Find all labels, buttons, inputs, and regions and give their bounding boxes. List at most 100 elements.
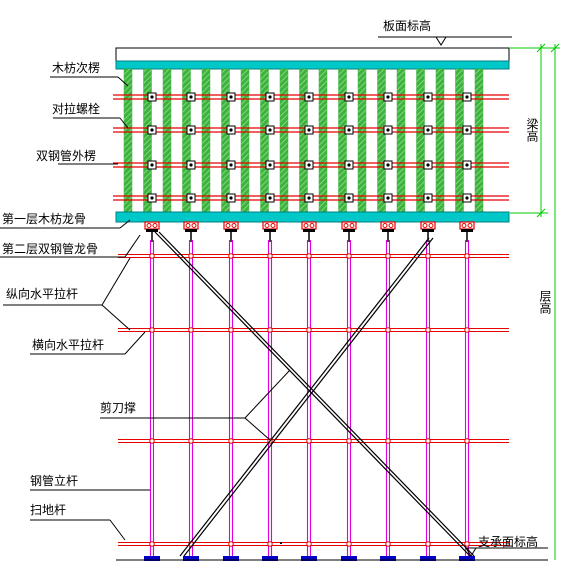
tie-bolt-dot bbox=[426, 196, 430, 200]
label-timber-secondary: 木枋次楞 bbox=[52, 60, 100, 75]
tie-rod-clamp bbox=[346, 253, 352, 259]
tie-rod-clamp bbox=[385, 541, 391, 547]
tie-bolt-dot bbox=[189, 163, 193, 167]
base-plate bbox=[262, 556, 278, 561]
tie-bolt-dot bbox=[189, 95, 193, 99]
tie-bolt-dot bbox=[150, 163, 154, 167]
tie-rod-clamp bbox=[385, 253, 391, 259]
post-head-ring bbox=[270, 223, 276, 228]
post-head-ring bbox=[349, 223, 355, 228]
post-head-plate bbox=[461, 229, 473, 232]
tie-bolt-dot bbox=[426, 163, 430, 167]
timber-joist bbox=[357, 68, 367, 213]
timber-joist bbox=[260, 68, 269, 213]
tie-rod-clamp bbox=[228, 438, 234, 444]
timber-joist bbox=[143, 68, 152, 213]
scissor-brace-b2 bbox=[183, 237, 434, 557]
timber-joist bbox=[455, 68, 464, 213]
tie-bolt-dot bbox=[150, 196, 154, 200]
post-head-ring bbox=[382, 223, 388, 228]
tie-rod-clamp bbox=[425, 327, 431, 333]
label-beam-height: 梁高 bbox=[525, 117, 539, 143]
post-head-plate bbox=[264, 229, 276, 232]
post-head-ring bbox=[309, 223, 315, 228]
post-head-ring bbox=[264, 223, 270, 228]
tie-rod-clamp bbox=[464, 253, 470, 259]
label-scissor-brace: 剪刀撑 bbox=[100, 400, 136, 415]
tie-rod-clamp bbox=[188, 438, 194, 444]
tie-bolt-dot bbox=[229, 163, 233, 167]
timber-joist bbox=[221, 68, 230, 213]
tie-bolt-dot bbox=[465, 128, 469, 132]
tie-bolt-dot bbox=[150, 95, 154, 99]
scissor-brace-a2 bbox=[158, 231, 475, 557]
label-layer2-steel: 第二层双钢管龙骨 bbox=[2, 241, 98, 256]
tie-bolt-dot bbox=[347, 95, 351, 99]
tie-bolt-dot bbox=[347, 163, 351, 167]
tie-rod-clamp bbox=[464, 541, 470, 547]
base-plate bbox=[420, 556, 436, 561]
tie-rod-clamp bbox=[149, 541, 155, 547]
tie-rod-clamp bbox=[346, 327, 352, 333]
label-steel-post: 钢管立杆 bbox=[30, 473, 78, 488]
base-plates bbox=[144, 556, 475, 561]
label-layer1-timber: 第一层木枋龙骨 bbox=[2, 211, 86, 226]
tie-rod-clamp bbox=[346, 541, 352, 547]
tie-rod-clamp bbox=[149, 438, 155, 444]
post-head-ring bbox=[146, 223, 152, 228]
tie-rod-clamp bbox=[425, 253, 431, 259]
tie-bolt-dot bbox=[426, 128, 430, 132]
post-head-ring bbox=[185, 223, 191, 228]
tie-rod-clamp bbox=[306, 327, 312, 333]
tie-rod-clamp bbox=[425, 541, 431, 547]
tie-rod-clamp bbox=[267, 253, 273, 259]
post-head-ring bbox=[388, 223, 394, 228]
steel-posts bbox=[149, 240, 470, 557]
tie-bolt-dot bbox=[386, 128, 390, 132]
timber-joist bbox=[318, 68, 328, 213]
post-head-ring bbox=[231, 223, 237, 228]
tie-bolt-dot bbox=[150, 128, 154, 132]
post-head-plate bbox=[382, 229, 394, 232]
timber-joist bbox=[182, 68, 191, 213]
scissor-brace-b bbox=[179, 237, 430, 557]
tie-bolt-dot bbox=[426, 95, 430, 99]
post-head-ring bbox=[422, 223, 428, 228]
tie-bolt-dot bbox=[268, 95, 272, 99]
tie-bolts bbox=[147, 92, 472, 203]
double-steel-outer-walers bbox=[113, 94, 509, 201]
tie-rod-clamp bbox=[385, 438, 391, 444]
tie-bolt-dot bbox=[307, 163, 311, 167]
tie-rod-clamp bbox=[149, 253, 155, 259]
label-slab-level: 板面标高 bbox=[383, 18, 431, 33]
label-transverse-tie: 横向水平拉杆 bbox=[32, 337, 104, 352]
tie-bolt-dot bbox=[347, 196, 351, 200]
tie-rod-clamp bbox=[464, 438, 470, 444]
tie-bolt-dot bbox=[229, 196, 233, 200]
timber-joist bbox=[240, 68, 250, 213]
tie-rod-clamp bbox=[306, 253, 312, 259]
post-head-plate bbox=[422, 229, 434, 232]
timber-joist bbox=[338, 68, 347, 213]
post-head-ring bbox=[461, 223, 467, 228]
post-head-plate bbox=[146, 229, 158, 232]
post-head-ring bbox=[191, 223, 197, 228]
leader-lines bbox=[0, 76, 291, 541]
tie-bolt-dot bbox=[229, 128, 233, 132]
base-plate bbox=[223, 556, 239, 561]
timber-joist bbox=[416, 68, 425, 213]
post-head-ring bbox=[428, 223, 434, 228]
tie-rod-clamp bbox=[188, 327, 194, 333]
tie-bolt-dot bbox=[307, 128, 311, 132]
scissor-brace-a bbox=[154, 231, 471, 557]
label-double-steel-outer: 双钢管外楞 bbox=[36, 148, 96, 163]
post-head-ring bbox=[467, 223, 473, 228]
tie-bolt-dot bbox=[307, 95, 311, 99]
post-head-ring bbox=[152, 223, 158, 228]
timber-joist bbox=[279, 68, 289, 213]
post-head-ring bbox=[343, 223, 349, 228]
tie-rod-clamp bbox=[267, 541, 273, 547]
base-plate bbox=[183, 556, 199, 561]
post-head-plate bbox=[343, 229, 355, 232]
